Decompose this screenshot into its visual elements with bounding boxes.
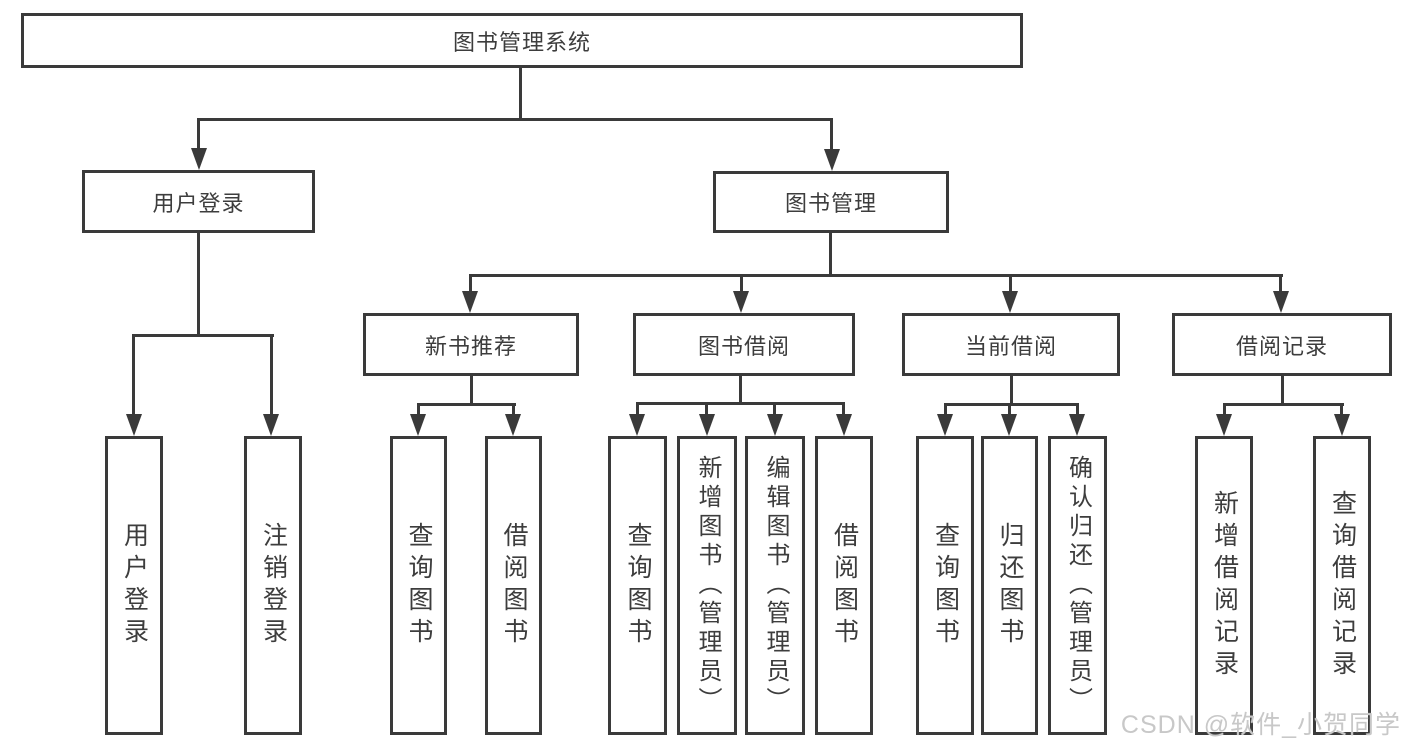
arrowhead-down [1001,414,1017,436]
leaf-borrow-query-books-label: 查询图书 [624,521,652,650]
arrowhead-down [410,414,426,436]
arrowhead-down [699,414,715,436]
leaf-borrow-edit-books-admin: 编辑图书（管理员） [745,436,805,735]
connector-line [512,403,515,417]
connector-line [636,402,639,416]
leaf-newbook-borrow-books-label: 借阅图书 [500,521,528,650]
leaf-current-query-books-label: 查询图书 [931,521,960,650]
leaf-logout-label: 注销登录 [259,521,288,650]
arrowhead-down [824,149,840,171]
connector-line [1281,376,1284,406]
leaf-records-add-record-label: 新增借阅记录 [1210,489,1239,682]
node-root-label: 图书管理系统 [452,29,591,55]
node-root: 图书管理系统 [21,13,1023,68]
leaf-records-add-record: 新增借阅记录 [1195,436,1253,735]
connector-line [197,118,200,152]
connector-line [1009,274,1012,294]
connector-line [132,334,274,337]
node-borrow-records: 借阅记录 [1172,313,1392,376]
arrowhead-down [629,414,645,436]
connector-line [636,402,845,405]
node-new-book-recommend: 新书推荐 [363,313,579,376]
connector-line [197,233,200,337]
arrowhead-down [767,414,783,436]
arrowhead-down [1334,414,1350,436]
connector-line [944,403,947,416]
connector-line [773,402,776,416]
connector-line [740,274,743,294]
connector-line [944,403,1079,406]
node-user-login: 用户登录 [82,170,315,233]
connector-line [842,402,845,416]
arrowhead-down [263,414,279,436]
leaf-records-query-record: 查询借阅记录 [1313,436,1371,735]
connector-line [469,274,1283,277]
leaf-current-query-books: 查询图书 [916,436,974,735]
leaf-newbook-borrow-books: 借阅图书 [485,436,542,735]
leaf-user-login-label: 用户登录 [120,521,149,650]
connector-line [469,274,472,294]
arrowhead-down [126,414,142,436]
node-borrow-records-label: 借阅记录 [1235,333,1328,359]
connector-line [470,376,473,406]
arrowhead-down [1002,291,1018,313]
arrowhead-down [733,291,749,313]
connector-line [270,334,273,418]
connector-line [1279,274,1282,294]
leaf-current-return-books-label: 归还图书 [996,521,1024,650]
arrowhead-down [462,291,478,313]
connector-line [417,403,516,406]
leaf-borrow-borrow-books-label: 借阅图书 [830,521,859,650]
connector-line [1223,403,1226,416]
connector-line [829,233,832,277]
node-book-borrow-label: 图书借阅 [697,333,790,359]
connector-line [1010,376,1013,406]
leaf-newbook-query-books: 查询图书 [390,436,447,735]
leaf-logout: 注销登录 [244,436,302,735]
leaf-user-login: 用户登录 [105,436,163,735]
node-book-management-label: 图书管理 [784,191,877,216]
node-book-management: 图书管理 [713,171,949,233]
leaf-newbook-query-books-label: 查询图书 [405,521,433,650]
leaf-current-confirm-return-admin-label: 确认归还（管理员） [1064,455,1092,716]
arrowhead-down [1273,291,1289,313]
connector-line [1340,403,1343,416]
connector-line [132,334,135,418]
connector-line [1223,403,1344,406]
arrowhead-down [937,414,953,436]
arrowhead-down [191,148,207,170]
node-book-borrow: 图书借阅 [633,313,855,376]
leaf-records-query-record-label: 查询借阅记录 [1328,489,1357,682]
connector-line [1008,403,1011,416]
leaf-borrow-add-books-admin: 新增图书（管理员） [677,436,737,735]
connector-line [739,376,742,405]
connector-line [417,403,420,417]
watermark: CSDN @软件_小贺同学 [1120,711,1401,739]
connector-line [197,118,833,121]
arrowhead-down [836,414,852,436]
leaf-borrow-edit-books-admin-label: 编辑图书（管理员） [762,455,789,716]
arrowhead-down [505,414,521,436]
arrowhead-down [1216,414,1232,436]
leaf-current-return-books: 归还图书 [981,436,1038,735]
leaf-borrow-query-books: 查询图书 [608,436,667,735]
connector-line [705,402,708,416]
node-current-borrow-label: 当前借阅 [964,333,1057,359]
leaf-current-confirm-return-admin: 确认归还（管理员） [1048,436,1107,735]
node-user-login-label: 用户登录 [152,190,245,216]
connector-line [1076,403,1079,416]
connector-line [830,118,833,152]
arrowhead-down [1069,414,1085,436]
node-new-book-recommend-label: 新书推荐 [424,333,517,359]
node-current-borrow: 当前借阅 [902,313,1120,376]
leaf-borrow-add-books-admin-label: 新增图书（管理员） [694,455,721,716]
connector-line [519,68,522,120]
leaf-borrow-borrow-books: 借阅图书 [815,436,873,735]
